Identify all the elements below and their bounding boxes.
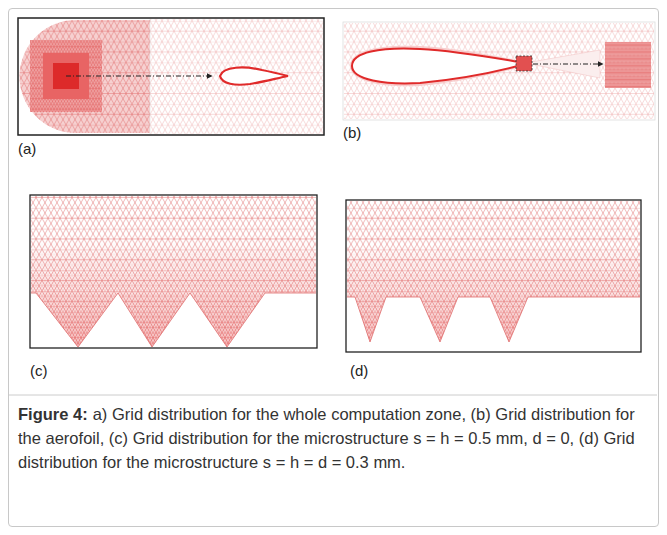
- figure-number: Figure 4:: [18, 405, 88, 423]
- figure-caption: a) Grid distribution for the whole compu…: [18, 405, 635, 471]
- caption-rule: [9, 395, 657, 396]
- panel-label: (b): [343, 124, 361, 141]
- panel-label: (a): [18, 140, 36, 157]
- panel-label: (c): [30, 362, 48, 379]
- panel-d-mesh: [346, 200, 641, 355]
- panel-a-mesh: [18, 18, 324, 135]
- panel-c-mesh: [30, 195, 317, 350]
- panel-b-mesh: [343, 22, 655, 120]
- panel-label: (d): [350, 362, 368, 379]
- figure-caption-block: Figure 4:a) Grid distribution for the wh…: [18, 402, 648, 474]
